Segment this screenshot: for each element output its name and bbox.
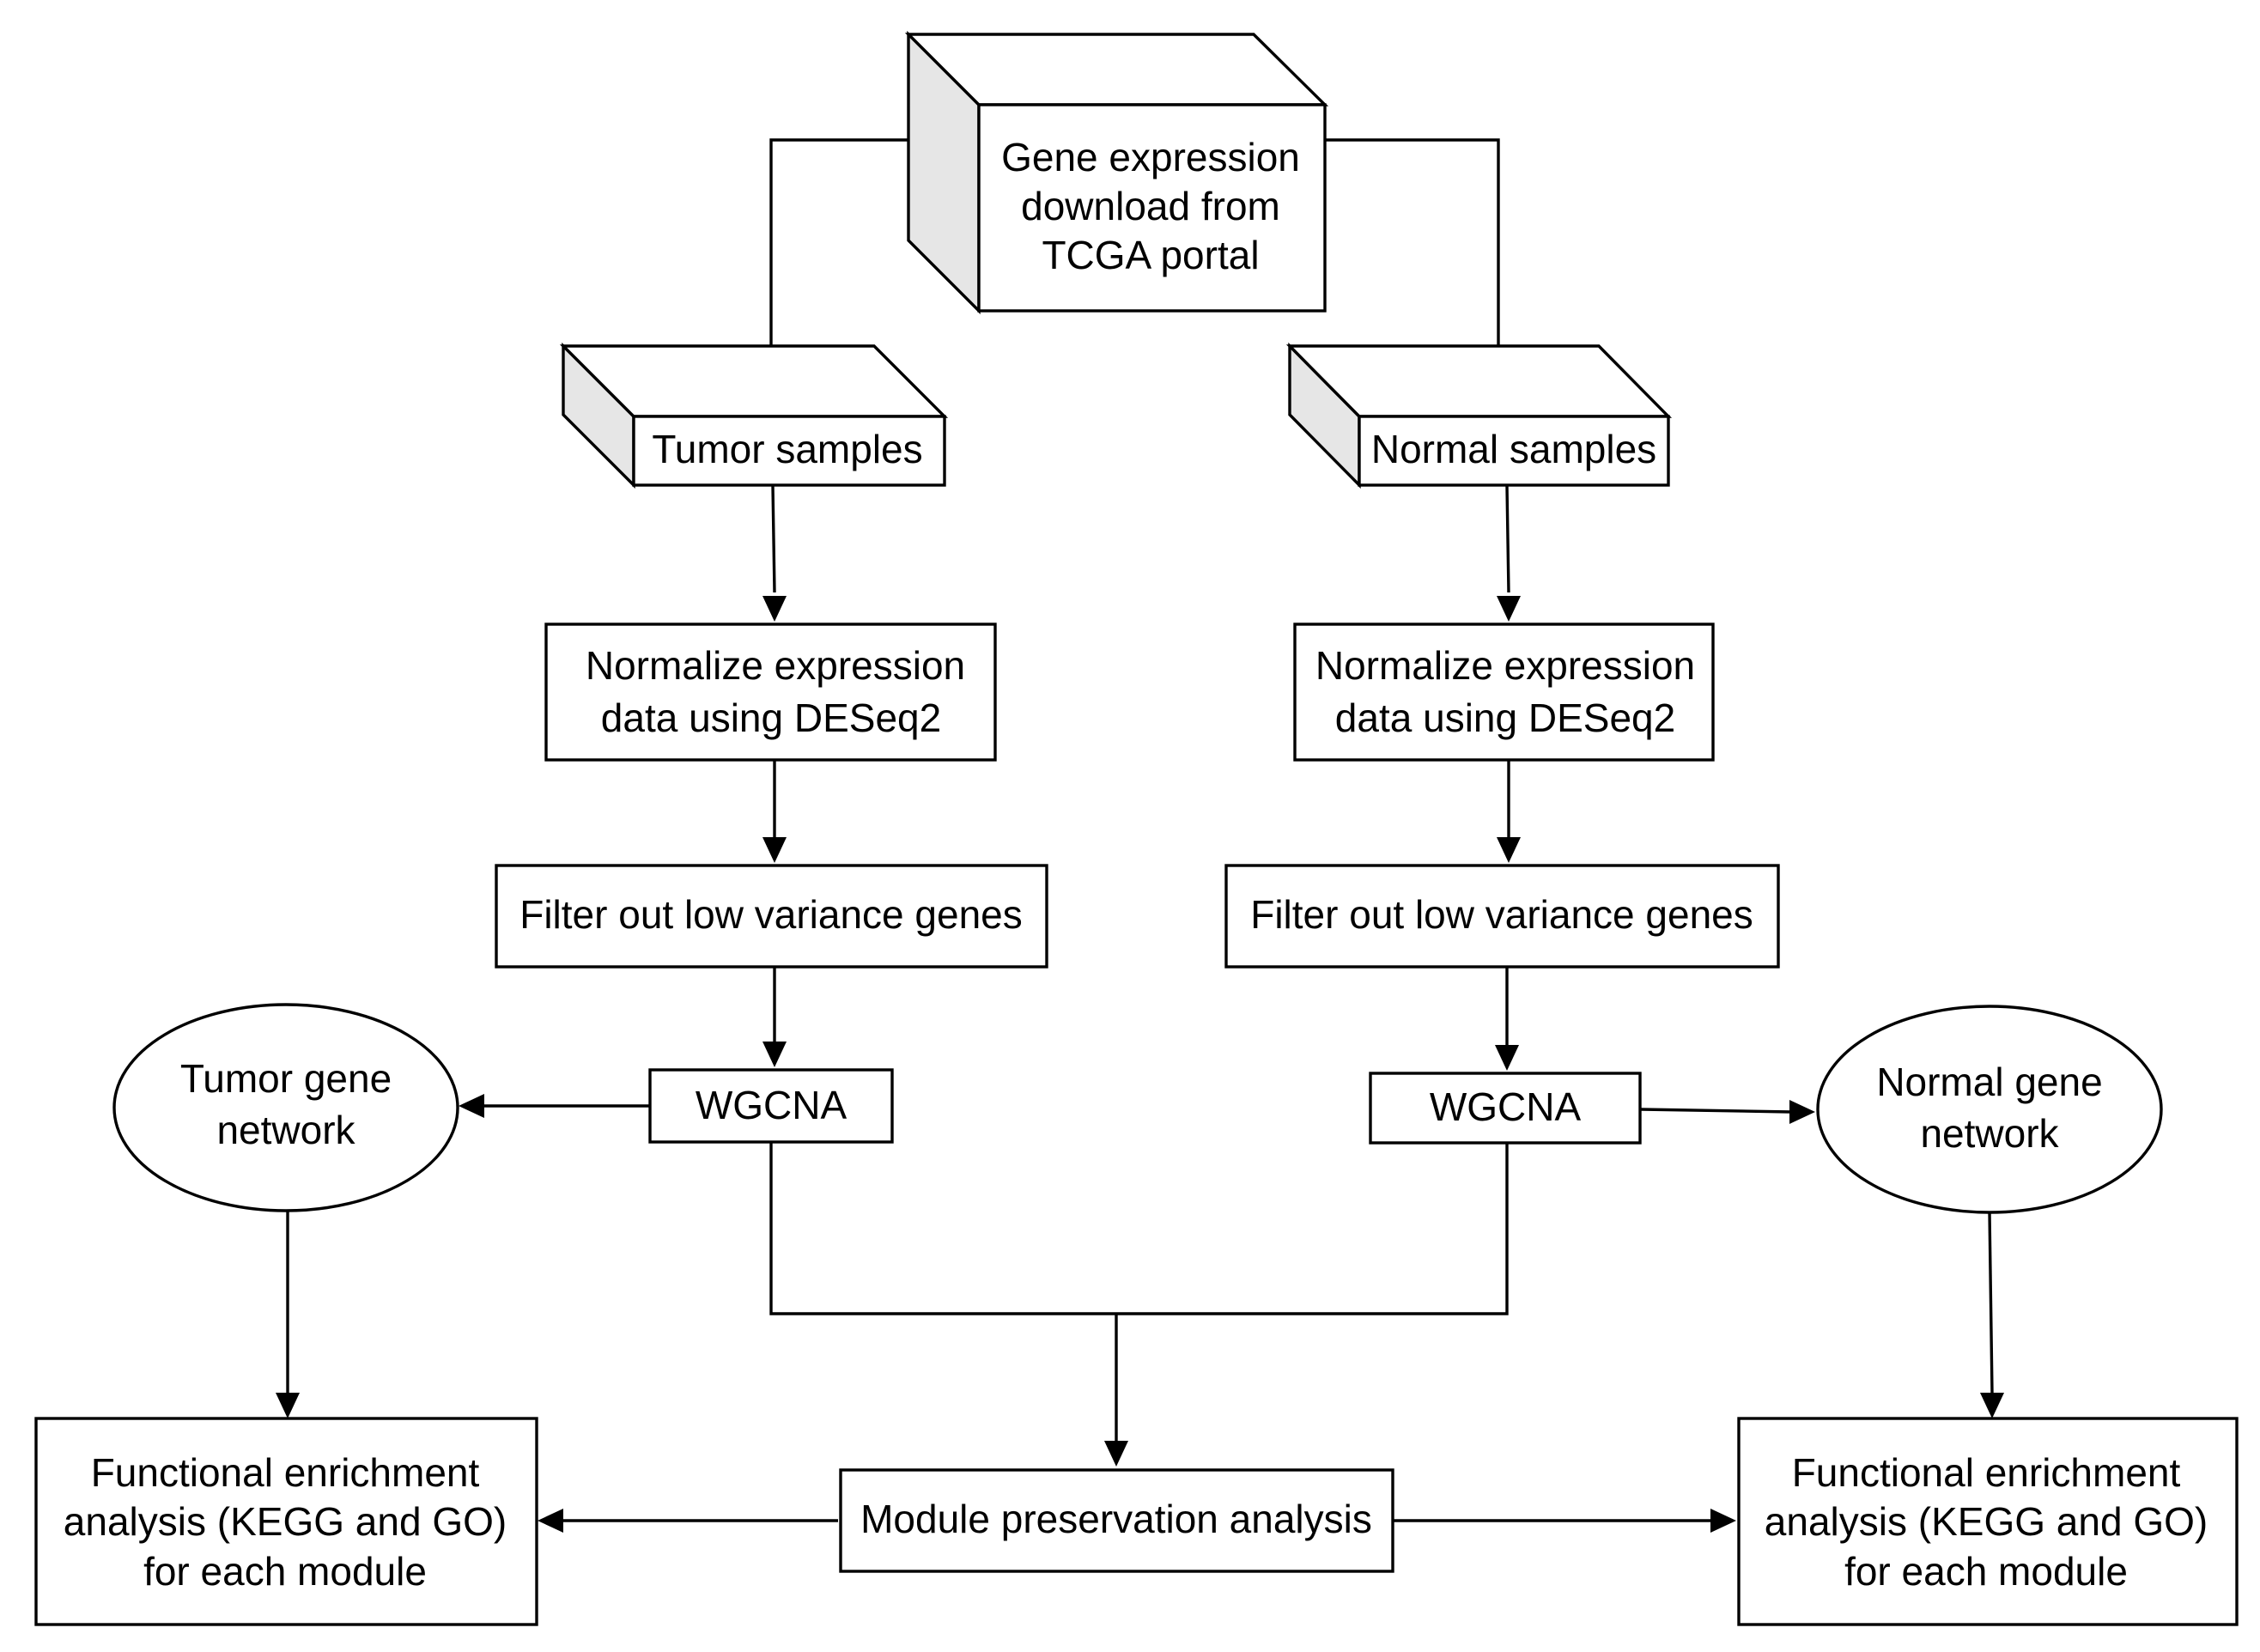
preservation-box (839, 1468, 1394, 1573)
connectors (276, 138, 2004, 1533)
normal-enrichment-node: Functional enrichment analysis (KEGG and… (1737, 1417, 2239, 1626)
normal-samples-box-front (1358, 415, 1670, 487)
tumor-normalize-line-1: Normalize expression (586, 643, 965, 688)
source-label-line-2: download from (1021, 184, 1280, 228)
arrowhead-left-enrichment (538, 1509, 563, 1533)
normal-wgcna-box (1369, 1072, 1642, 1145)
tumor-normalize-node: Normalize expression data using DESeq2 (544, 623, 997, 762)
normal-normalize-node: Normalize expression data using DESeq2 (1293, 623, 1715, 762)
source-label-line-1: Gene expression (1001, 135, 1300, 179)
normal-enrichment-box (1737, 1417, 2239, 1626)
edge-source-to-normal-samples (1325, 138, 1500, 361)
arrowhead-normal-normalize (1497, 596, 1521, 622)
tumor-network-line-1: Tumor gene (180, 1056, 392, 1101)
arrowhead-tumor-wgcna (762, 1042, 787, 1067)
edge-normal-wgcna-to-network (1640, 1108, 1792, 1114)
edge-normal-network-to-enrichment (1988, 1212, 1994, 1394)
normal-samples-label: Normal samples (1371, 427, 1656, 471)
normal-enrichment-line-1: Functional enrichment (1792, 1450, 2181, 1495)
edge-normal-samples-to-normalize (1505, 485, 1510, 593)
arrowhead-normal-wgcna (1495, 1045, 1519, 1071)
normal-normalize-line-1: Normalize expression (1315, 643, 1695, 688)
tumor-filter-label: Filter out low variance genes (519, 892, 1023, 937)
tumor-enrichment-line-2: analysis (KEGG and GO) (64, 1499, 507, 1544)
arrowhead-normal-enrichment (1980, 1393, 2004, 1418)
normal-wgcna-node: WGCNA (1369, 1072, 1642, 1145)
tumor-samples-node: Tumor samples (559, 342, 949, 489)
normal-enrichment-line-3: for each module (1844, 1549, 2128, 1594)
normal-network-ellipse (1816, 1005, 2163, 1214)
tumor-wgcna-box (648, 1068, 894, 1144)
tumor-normalize-line-2: data using DESeq2 (601, 695, 941, 740)
arrowhead-normal-network (1789, 1100, 1815, 1124)
tumor-network-node: Tumor gene network (112, 1003, 459, 1212)
arrowhead-tumor-network (459, 1094, 484, 1118)
normal-filter-node: Filter out low variance genes (1224, 864, 1780, 969)
edge-source-to-tumor-samples (769, 138, 908, 361)
tumor-filter-box (495, 864, 1048, 969)
normal-normalize-line-2: data using DESeq2 (1335, 695, 1675, 740)
normal-samples-node: Normal samples (1285, 342, 1673, 489)
tumor-enrichment-node: Functional enrichment analysis (KEGG and… (34, 1417, 538, 1626)
arrowhead-tumor-enrichment (276, 1393, 300, 1418)
source-label-line-3: TCGA portal (1042, 233, 1259, 277)
edge-tumor-samples-to-normalize (771, 485, 776, 593)
tumor-samples-label: Tumor samples (652, 427, 922, 471)
tumor-wgcna-label: WGCNA (696, 1083, 848, 1127)
normal-filter-box (1224, 864, 1780, 969)
edge-wgcna-merge (769, 1143, 1509, 1315)
normal-network-line-2: network (1920, 1111, 2059, 1156)
preservation-label: Module preservation analysis (860, 1497, 1372, 1541)
normal-enrichment-line-2: analysis (KEGG and GO) (1765, 1499, 2208, 1544)
normal-network-node: Normal gene network (1816, 1005, 2163, 1214)
tumor-network-ellipse (112, 1003, 459, 1212)
arrowhead-tumor-filter (762, 837, 787, 863)
normal-wgcna-label: WGCNA (1430, 1084, 1582, 1129)
preservation-node: Module preservation analysis (839, 1468, 1394, 1573)
arrowhead-normal-filter (1497, 837, 1521, 863)
tumor-wgcna-node: WGCNA (648, 1068, 894, 1144)
tumor-enrichment-line-1: Functional enrichment (91, 1450, 480, 1495)
normal-filter-label: Filter out low variance genes (1250, 892, 1753, 937)
tumor-samples-box-front (632, 415, 946, 487)
normal-network-line-1: Normal gene (1876, 1060, 2102, 1104)
arrowhead-preservation (1104, 1441, 1128, 1467)
source-box-front (977, 103, 1327, 313)
tumor-network-line-2: network (216, 1108, 355, 1152)
source-box-top (904, 33, 1329, 106)
tumor-filter-node: Filter out low variance genes (495, 864, 1048, 969)
arrowhead-right-enrichment (1710, 1509, 1736, 1533)
source-node: Gene expression download from TCGA porta… (904, 30, 1329, 315)
tumor-normalize-box (544, 623, 997, 762)
tumor-enrichment-line-3: for each module (143, 1549, 427, 1594)
arrowhead-tumor-normalize (762, 596, 787, 622)
tumor-enrichment-box (34, 1417, 538, 1626)
normal-normalize-box (1293, 623, 1715, 762)
